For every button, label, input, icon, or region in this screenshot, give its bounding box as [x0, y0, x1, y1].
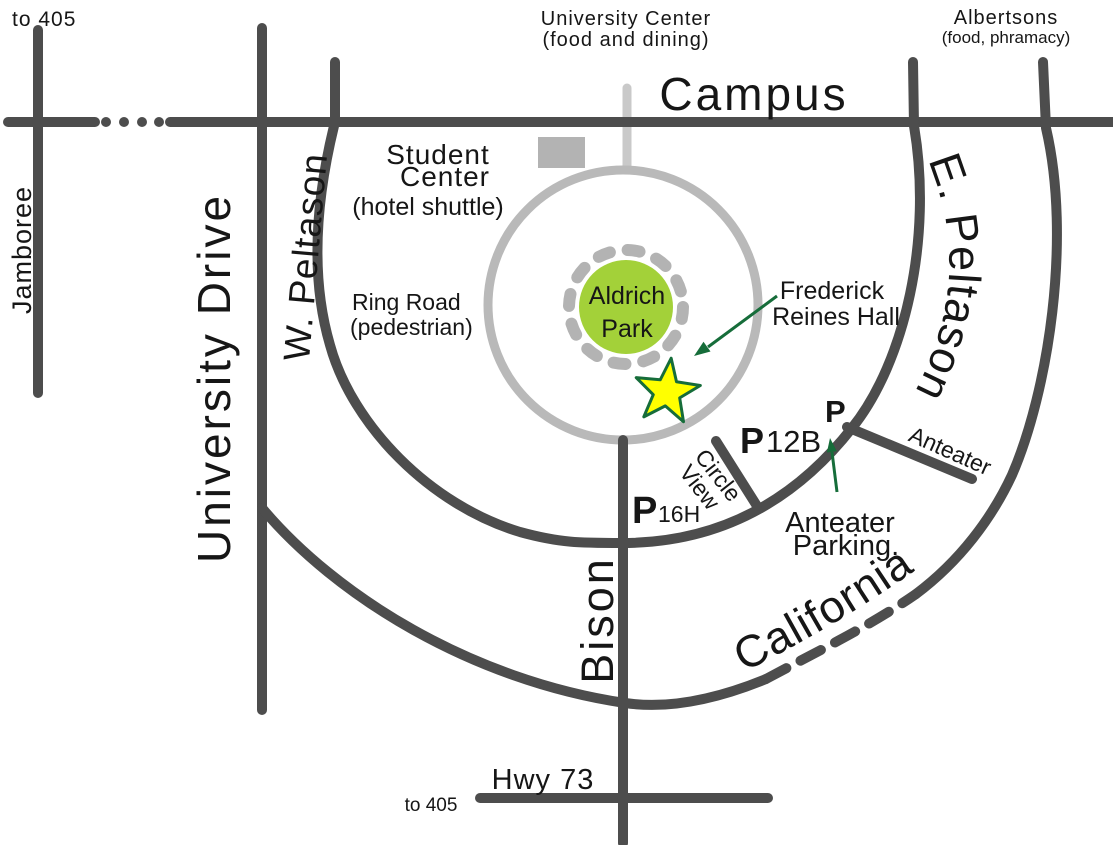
circle-view-road: [711, 436, 762, 511]
anteater-parking-arrow-icon: [826, 438, 839, 493]
california-road-solid-right: [911, 57, 1062, 599]
university-center-label-line2: (food and dining): [542, 29, 709, 51]
aldrich-park-label-line1: Aldrich: [589, 282, 665, 310]
anteater-parking-label-line1: Anteater: [785, 507, 895, 539]
anteater-parking-label-line2: Parking.: [793, 530, 899, 562]
ring-road-label-line1: Ring Road: [352, 289, 461, 315]
student-center-building: [538, 137, 585, 168]
california-road-dashed: [761, 589, 921, 684]
student-center-label-line1: Student: [386, 139, 490, 170]
ring-road-label-line2: (pedestrian): [350, 314, 473, 340]
frederick-reines-star-icon: [634, 356, 702, 424]
bison-road-label: Bison: [572, 556, 623, 684]
parking-anteater-p-icon: P: [825, 394, 846, 429]
jamboree-road-label: Jamboree: [7, 186, 37, 314]
albertsons-label-line1: Albertsons: [954, 7, 1059, 29]
to-405-bottom-label: to 405: [405, 795, 458, 816]
student-center-label-line2: Center: [400, 161, 490, 192]
campus-road-dots: [101, 117, 164, 127]
student-center-label-line3: (hotel shuttle): [352, 193, 503, 221]
parking-16h-p-icon: P: [632, 490, 657, 532]
parking-12b-p-icon: P: [740, 420, 764, 461]
university-center-label-line1: University Center: [541, 8, 711, 30]
campus-road-label: Campus: [659, 68, 848, 120]
peltason-loop-road: [312, 57, 925, 549]
frederick-reines-label-line1: Frederick: [780, 277, 885, 305]
to-405-top-label: to 405: [12, 8, 76, 31]
parking-16h-code: 16H: [658, 501, 700, 527]
frederick-reines-arrow-icon: [694, 294, 778, 356]
university-drive-road-label: University Drive: [188, 193, 240, 563]
california-road-solid-left: [257, 503, 771, 710]
aldrich-park-buildings-ring: [563, 244, 689, 370]
albertsons-label-line2: (food, phramacy): [942, 28, 1071, 47]
frederick-reines-label-line2: Reines Hall: [772, 303, 900, 331]
aldrich-park-label-line2: Park: [601, 315, 653, 343]
parking-12b-code: 12B: [766, 424, 821, 459]
anteater-road: [842, 422, 977, 484]
aldrich-park-circle: [579, 260, 673, 354]
hwy-73-road-label: Hwy 73: [492, 764, 595, 796]
